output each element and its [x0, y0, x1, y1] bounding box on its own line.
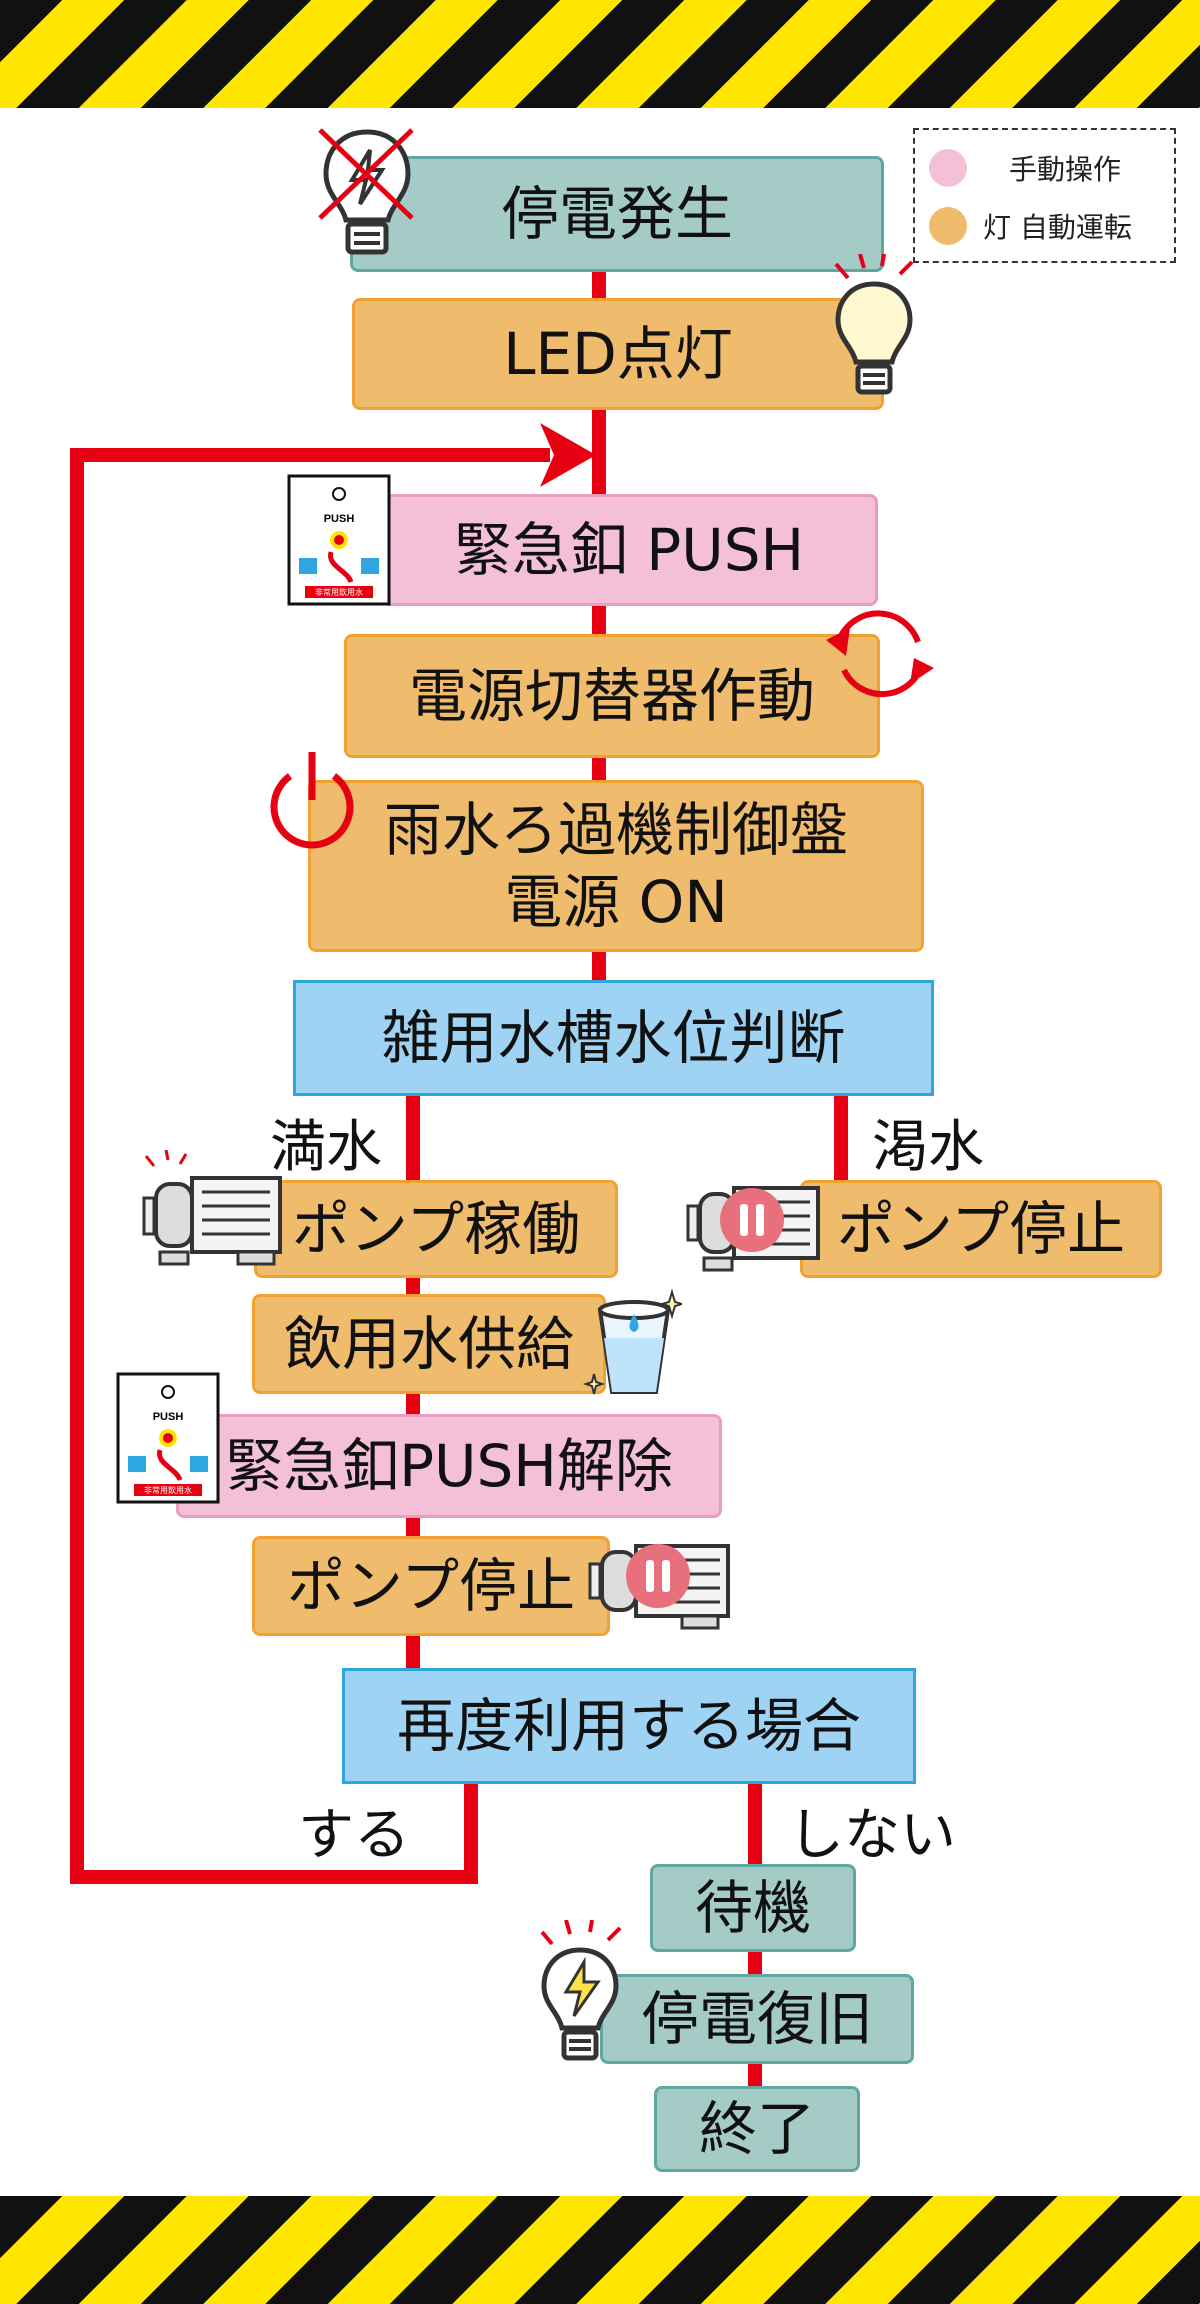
- hazard-stripe-top: [0, 0, 1200, 108]
- panel-label-line2: 電源 ON: [504, 868, 728, 936]
- branch-dry-label: 渇水: [872, 1115, 984, 1180]
- level-label: 雑用水槽水位判断: [381, 1003, 846, 1072]
- standby-node: 待機: [650, 1864, 856, 1952]
- panel-label-line1: 雨水ろ過機制御盤: [383, 795, 848, 864]
- outage-label: 停電発生: [500, 179, 733, 248]
- pump-stop-right-node: ポンプ停止: [800, 1180, 1162, 1278]
- panel-node: 雨水ろ過機制御盤 電源 ON: [308, 780, 924, 952]
- legend-manual-label: 手動操作: [1009, 153, 1122, 186]
- end-label: 終了: [698, 2094, 815, 2163]
- reuse-node: 再度利用する場合: [342, 1668, 916, 1784]
- legend-auto: 灯 自動運転: [929, 206, 1132, 246]
- loop-top-segment: [70, 448, 550, 462]
- standby-label: 待機: [694, 1873, 811, 1942]
- switch-label: 電源切替器作動: [408, 661, 815, 730]
- pump-icon: [142, 1150, 282, 1266]
- reuse-label: 再度利用する場合: [396, 1691, 861, 1760]
- legend-auto-swatch: [929, 207, 967, 245]
- push-sign-icon-2: PUSH 非常用飲用水: [116, 1372, 220, 1504]
- legend-manual-swatch: [929, 149, 967, 187]
- pump-stop-label: ポンプ停止: [286, 1551, 576, 1620]
- push-sign-caption-2: 非常用飲用水: [144, 1485, 192, 1495]
- push-sign-text-2: PUSH: [153, 1411, 184, 1423]
- switch-node: 電源切替器作動: [344, 634, 880, 758]
- bulb-off-icon: [318, 128, 414, 255]
- pump-run-node: ポンプ稼働: [254, 1180, 618, 1278]
- pump-paused-icon: [686, 1186, 820, 1272]
- outage-node: 停電発生: [350, 156, 884, 272]
- led-node: LED点灯: [352, 298, 884, 410]
- water-glass-icon: [582, 1288, 682, 1395]
- level-node: 雑用水槽水位判断: [293, 980, 934, 1096]
- led-label: LED点灯: [503, 319, 733, 388]
- connector-dry-branch: [834, 1094, 848, 1180]
- restore-label: 停電復旧: [640, 1984, 873, 2053]
- legend: 手動操作 灯 自動運転: [913, 128, 1176, 263]
- bulb-bolt-icon: [540, 1920, 622, 2061]
- push-sign-text: PUSH: [324, 513, 355, 525]
- end-node: 終了: [654, 2086, 860, 2172]
- power-icon: [270, 752, 354, 849]
- branch-full-label: 満水: [270, 1115, 382, 1180]
- branch-no-label: しない: [788, 1803, 956, 1868]
- push-sign-icon: PUSH 非常用飲用水: [287, 474, 391, 606]
- loop-right-segment: [464, 1782, 478, 1882]
- legend-auto-label: 灯 自動運転: [983, 211, 1132, 244]
- loop-bottom-segment: [70, 1870, 478, 1884]
- pump-stop-node: ポンプ停止: [252, 1536, 610, 1636]
- bulb-lit-icon: [834, 254, 914, 395]
- pump-paused-icon-2: [588, 1544, 730, 1630]
- rotate-icon: [826, 610, 934, 698]
- water-label: 飲用水供給: [283, 1309, 574, 1378]
- restore-node: 停電復旧: [600, 1974, 914, 2064]
- loop-left-segment: [70, 448, 84, 1884]
- release-label: 緊急釦PUSH解除: [225, 1431, 673, 1500]
- push-sign-caption: 非常用飲用水: [315, 587, 363, 597]
- push-node: 緊急釦 PUSH: [380, 494, 878, 606]
- hazard-stripe-bottom: [0, 2196, 1200, 2304]
- loop-arrowhead: [540, 423, 596, 487]
- water-node: 飲用水供給: [252, 1294, 606, 1394]
- pump-stop-right-label: ポンプ停止: [836, 1194, 1126, 1263]
- push-label: 緊急釦 PUSH: [453, 515, 805, 584]
- legend-manual: 手動操作: [929, 148, 1121, 188]
- branch-yes-label: する: [298, 1803, 410, 1868]
- release-node: 緊急釦PUSH解除: [176, 1414, 722, 1518]
- pump-run-label: ポンプ稼働: [291, 1194, 581, 1263]
